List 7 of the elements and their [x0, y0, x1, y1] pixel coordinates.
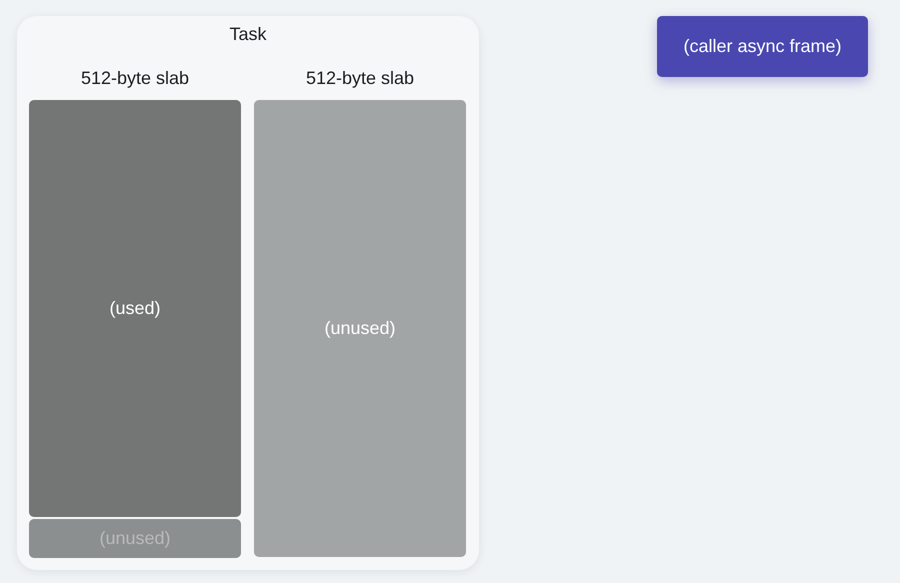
- task-panel: [17, 16, 479, 570]
- slab-heading: 512-byte slab: [80, 68, 190, 89]
- async-frame-block: (caller async frame): [657, 16, 868, 77]
- unused-memory-block: (unused): [254, 100, 466, 557]
- slab-heading: 512-byte slab: [306, 68, 414, 89]
- panel-title: Task: [229, 24, 266, 45]
- used-memory-block: (used): [29, 100, 241, 517]
